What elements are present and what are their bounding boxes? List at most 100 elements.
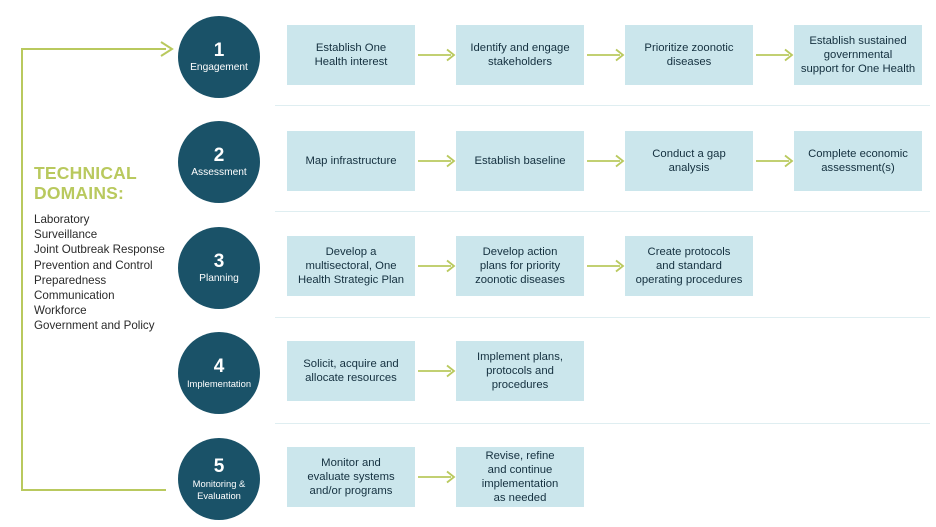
flow-arrow-icon: [756, 48, 794, 62]
step-box-line: Create protocols: [647, 246, 731, 258]
flow-arrow-icon: [418, 48, 456, 62]
flow-arrow-icon: [587, 259, 625, 273]
step-box-text: Conduct a gap analysis: [652, 147, 726, 175]
step-box-line: Complete economic: [808, 148, 908, 160]
step-box[interactable]: Solicit, acquire and allocate resources: [287, 341, 415, 401]
step-box[interactable]: Implement plans, protocols and procedures: [456, 341, 584, 401]
feedback-loop-arrowhead-icon: [160, 41, 174, 57]
step-box[interactable]: Monitor and evaluate systems and/or progra…: [287, 447, 415, 507]
step-box[interactable]: Complete economic assessment(s): [794, 131, 922, 191]
step-box-line: Revise, refine: [485, 450, 555, 462]
flow-arrow-icon: [418, 154, 456, 168]
flow-arrow-icon: [418, 470, 456, 484]
technical-domain-item: Government and Policy: [34, 319, 155, 333]
technical-domain-item: Prevention and Control: [34, 258, 153, 272]
step-box-line: Establish One: [315, 42, 387, 54]
step-box-line: Map infrastructure: [305, 155, 397, 167]
step-box-line: support for One Health: [800, 63, 916, 75]
row-divider: [275, 211, 930, 212]
stage-label: Engagement: [190, 61, 248, 73]
technical-domain-item: Surveillance: [34, 228, 98, 242]
stage-label: Assessment: [191, 166, 247, 178]
step-box[interactable]: Prioritize zoonotic diseases: [625, 25, 753, 85]
step-box-line: diseases: [666, 56, 712, 68]
stage-number: 4: [213, 355, 225, 377]
step-box[interactable]: Revise, refine and continue implementation…: [456, 447, 584, 507]
flow-arrow-icon: [418, 364, 456, 378]
technical-domains-title-line1: TECHNICAL: [34, 163, 137, 183]
row-divider: [275, 105, 930, 106]
technical-domain-item: Laboratory: [34, 213, 90, 226]
flow-arrow-icon: [418, 259, 456, 273]
flow-arrow-icon: [756, 154, 794, 168]
step-box-line: procedures: [491, 379, 549, 391]
technical-domain-item: Communication: [34, 289, 115, 303]
step-box-text: Develop action plans for priority zoonotic…: [475, 245, 565, 287]
step-box-line: multisectoral, One: [305, 260, 397, 272]
row-divider: [275, 317, 930, 318]
step-box-text: Prioritize zoonotic diseases: [644, 41, 733, 69]
stage-number: 5: [213, 456, 225, 477]
step-box-line: allocate resources: [305, 372, 397, 384]
technical-domains-title: TECHNICAL DOMAINS:: [34, 163, 184, 203]
step-box[interactable]: Map infrastructure: [287, 131, 415, 191]
step-box-line: analysis: [668, 162, 710, 174]
step-box-line: plans for priority: [479, 260, 561, 272]
step-box-line: Develop a: [325, 246, 377, 258]
technical-domain-item: Workforce: [34, 304, 87, 318]
step-box-text: Solicit, acquire and allocate resources: [303, 357, 398, 385]
step-box[interactable]: Establish sustained governmental support f…: [794, 25, 922, 85]
step-box-text: Implement plans, protocols and procedures: [477, 350, 563, 392]
technical-domain-item: Preparedness: [34, 273, 107, 287]
step-box-line: Implement plans,: [476, 351, 564, 363]
step-box-line: Health interest: [314, 56, 388, 68]
step-box[interactable]: Develop action plans for priority zoonotic…: [456, 236, 584, 296]
technical-domains-title-line2: DOMAINS:: [34, 183, 125, 203]
step-box-line: as needed: [493, 492, 547, 504]
step-box-line: zoonotic diseases: [475, 274, 565, 286]
step-box[interactable]: Conduct a gap analysis: [625, 131, 753, 191]
stage-number: 2: [213, 144, 225, 166]
flow-arrow-icon: [587, 154, 625, 168]
feedback-loop-top-line: [21, 48, 166, 50]
step-box-line: implementation: [481, 478, 559, 490]
stage-label: Implementation: [186, 377, 252, 389]
step-box-line: Solicit, acquire and: [303, 358, 399, 370]
technical-domain-item: Joint Outbreak Response: [34, 243, 165, 257]
step-box-line: Conduct a gap: [652, 148, 726, 160]
step-box-line: evaluate systems: [307, 471, 395, 483]
step-box-line: Establish sustained: [809, 35, 907, 47]
step-box-line: Develop action: [482, 246, 558, 258]
step-box-text: Monitor and evaluate systems and/or progra…: [307, 456, 394, 498]
step-box-line: and/or programs: [309, 485, 393, 497]
row-divider: [275, 423, 930, 424]
step-box-line: protocols and: [486, 365, 554, 377]
step-box-line: assessment(s): [821, 162, 895, 174]
step-box[interactable]: Establish baseline: [456, 131, 584, 191]
feedback-loop-vertical-line: [21, 48, 23, 491]
feedback-loop-bottom-line: [21, 489, 166, 491]
step-box-line: and standard: [656, 260, 722, 272]
step-box-line: Prioritize zoonotic: [644, 42, 734, 54]
step-box-line: governmental: [823, 49, 893, 61]
step-box-line: stakeholders: [487, 56, 553, 68]
step-box-text: Revise, refine and continue implementation…: [482, 449, 559, 505]
step-box-line: Establish baseline: [474, 155, 566, 167]
flow-arrow-icon: [587, 48, 625, 62]
step-box-line: Monitor and: [321, 457, 381, 469]
step-box-line: and continue: [487, 464, 553, 476]
